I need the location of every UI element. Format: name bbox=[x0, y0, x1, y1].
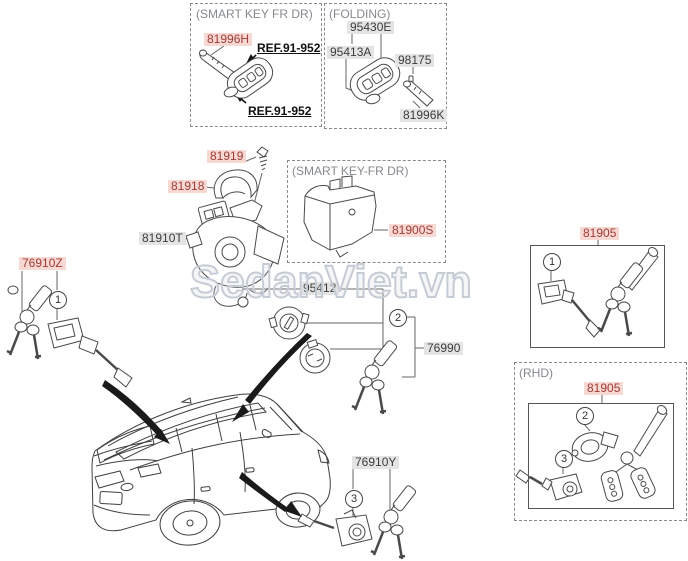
part-label-76910z[interactable]: 76910Z bbox=[19, 257, 66, 270]
door-key-set-drawing-left bbox=[5, 283, 54, 361]
callout-1-lockset: 1 bbox=[543, 253, 561, 271]
part-label-81919[interactable]: 81919 bbox=[207, 150, 247, 163]
callout-2-rhd: 2 bbox=[576, 407, 594, 425]
vehicle-drawing bbox=[91, 393, 331, 546]
part-label-81905-lhd[interactable]: 81905 bbox=[580, 227, 620, 240]
panel-title-smart-key-top: (SMART KEY FR DR) bbox=[196, 7, 313, 21]
smart-key-module-drawing bbox=[303, 175, 377, 258]
panel-title-rhd: (RHD) bbox=[519, 366, 553, 380]
smart-key-fob-drawing bbox=[199, 49, 274, 99]
panel-title-smart-key-mid: (SMART KEY-FR DR) bbox=[292, 164, 409, 178]
panel-smart-key-fr-dr-mid bbox=[287, 160, 446, 263]
door-lock-cylinder-drawing-bottom bbox=[297, 509, 373, 547]
door-key-set-drawing-bottom bbox=[369, 483, 418, 561]
lockset-lhd-box bbox=[530, 245, 665, 348]
pointer-arrows bbox=[102, 333, 312, 517]
key-cover-drawing bbox=[213, 169, 258, 199]
part-label-98175[interactable]: 98175 bbox=[395, 54, 435, 67]
ignition-switch-drawing bbox=[268, 306, 331, 374]
part-label-81996k[interactable]: 81996K bbox=[400, 109, 448, 122]
callout-3-rhd: 3 bbox=[555, 450, 573, 468]
screw-drawing bbox=[256, 146, 269, 171]
part-label-81996h[interactable]: 81996H bbox=[204, 33, 253, 46]
rhd-lockset-drawing bbox=[515, 405, 668, 502]
part-label-81910t[interactable]: 81910T bbox=[139, 232, 186, 245]
callout-1-left: 1 bbox=[49, 291, 67, 309]
part-label-81900s[interactable]: 81900S bbox=[389, 224, 437, 237]
callout-3-bottom: 3 bbox=[345, 490, 363, 508]
part-label-81918[interactable]: 81918 bbox=[168, 180, 208, 193]
panel-title-folding: (FOLDING) bbox=[329, 7, 391, 21]
ref-label-lower[interactable]: REF.91-952 bbox=[248, 104, 312, 118]
ignition-lock-body-drawing bbox=[185, 199, 285, 308]
part-label-81905-rhd[interactable]: 81905 bbox=[584, 382, 624, 395]
panel-smart-key-fr-dr-top bbox=[190, 3, 322, 127]
lockset-lhd-drawing bbox=[537, 247, 659, 338]
part-label-95430e[interactable]: 95430E bbox=[347, 21, 395, 34]
part-label-95412[interactable]: 95412 bbox=[300, 282, 340, 295]
callout-2-mid: 2 bbox=[389, 309, 407, 327]
door-lock-cylinder-drawing-left bbox=[47, 317, 133, 388]
lockset-rhd-box bbox=[528, 403, 674, 509]
ref-label-upper[interactable]: REF.91-952 bbox=[257, 41, 321, 55]
part-label-95413a[interactable]: 95413A bbox=[327, 46, 375, 59]
panel-folding bbox=[324, 3, 447, 129]
part-label-76990[interactable]: 76990 bbox=[424, 342, 464, 355]
part-label-76910y[interactable]: 76910Y bbox=[352, 456, 400, 469]
panel-rhd bbox=[514, 362, 687, 521]
door-key-set-drawing-mid bbox=[350, 338, 399, 416]
